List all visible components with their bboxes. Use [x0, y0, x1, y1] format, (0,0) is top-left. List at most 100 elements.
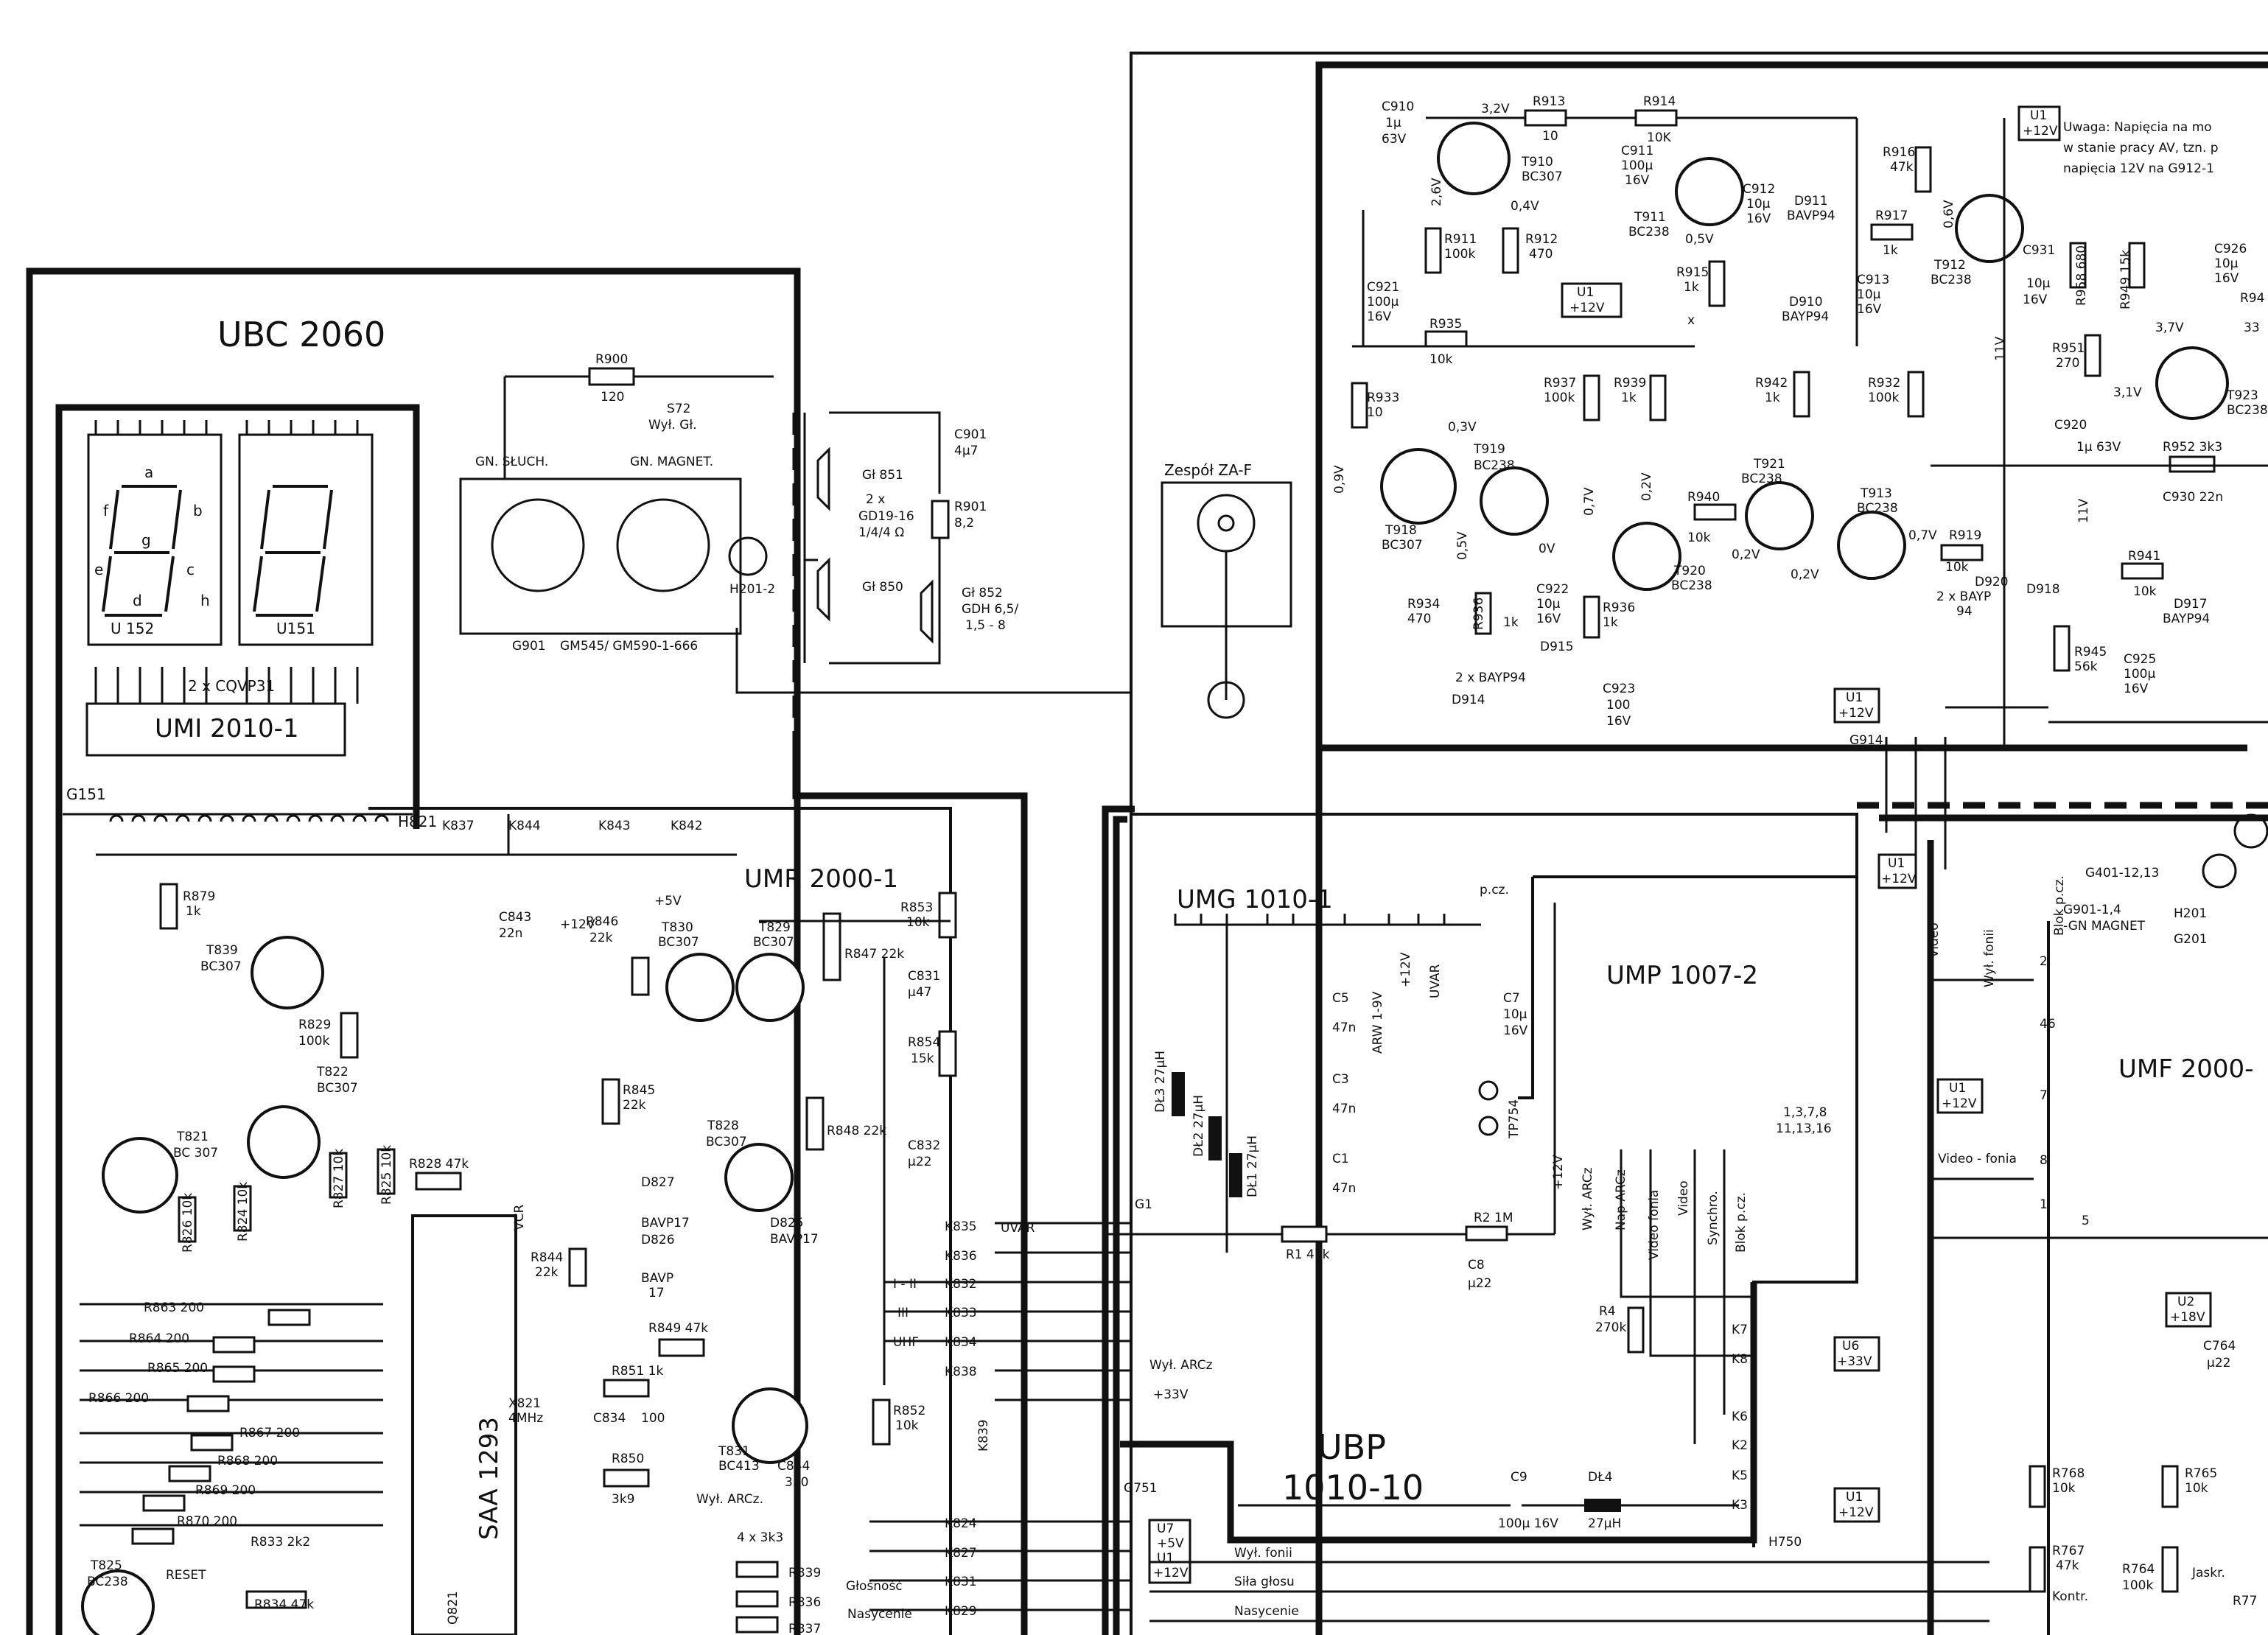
r912-value: 470	[1529, 247, 1553, 262]
cqvp-label: 2 x CQVP31	[188, 677, 275, 695]
r951-value: 270	[2056, 356, 2079, 371]
seg-e: e	[94, 561, 103, 578]
umr-parts: K837 K844 K843 K842 +5V +12V R879 1k T83…	[102, 819, 957, 1507]
pin-46-label: 46	[2040, 1017, 2056, 1032]
r825-label: R825 10k	[379, 1145, 394, 1205]
v26-label: 2,6V	[1429, 178, 1444, 206]
zespol-title: Zespół ZA-F	[1164, 461, 1252, 479]
umr-k-connectors: 4 x 3k3 R839 R836 R837 Głośność Nasyceni…	[735, 1179, 1131, 1635]
umi-title: UMI 2010-1	[155, 714, 298, 743]
r829-label: R829	[298, 1018, 331, 1032]
u1-u7-label: U1	[1157, 1551, 1174, 1566]
c911-value: 100µ	[1621, 158, 1653, 173]
c843-value: 22n	[499, 926, 522, 941]
t839-label: T839	[206, 943, 238, 958]
c911-voltage: 16V	[1625, 173, 1650, 188]
r952-label: R952 3k3	[2163, 440, 2222, 455]
c910-voltage: 63V	[1382, 132, 1407, 147]
u1-mid-value: +12V	[1838, 1505, 1874, 1520]
r958-label: R958 680	[2074, 245, 2089, 306]
v02b-label: 0,2V	[1732, 547, 1760, 562]
u1a-label: U1	[1577, 285, 1594, 300]
c913-value: 10µ	[1857, 287, 1881, 302]
x821-value: 4MHz	[508, 1411, 543, 1426]
d917-value: BAYP94	[2163, 612, 2210, 626]
pin-8-label: 8	[2040, 1153, 2048, 1168]
reset-label: RESET	[166, 1568, 206, 1583]
r869-label: R869 200	[195, 1483, 256, 1498]
k843-label: K843	[598, 819, 631, 833]
plus33v-label: +33V	[1153, 1387, 1189, 1402]
r917-value: 1k	[1883, 243, 1898, 258]
gd19-label: 2 x	[866, 492, 885, 507]
gl851-label: Gł 851	[862, 468, 903, 483]
r4-value: 270k	[1595, 1320, 1626, 1335]
c926-value: 10µ	[2214, 256, 2239, 271]
c843-label: C843	[499, 910, 531, 925]
g751-label: G751	[1124, 1481, 1158, 1496]
r853-value: 10k	[906, 915, 930, 930]
c1-label: C1	[1332, 1152, 1349, 1166]
bayp94-label: 2 x BAYP94	[1455, 671, 1526, 685]
k829-label: K829	[945, 1604, 977, 1619]
t921-label: T921	[1753, 457, 1785, 472]
r863-label: R863 200	[144, 1300, 204, 1315]
blok-pcz-label: Blok p.cz.	[1734, 1192, 1749, 1253]
connector-g151-h821: G151 H821	[63, 785, 437, 830]
gl852-label: Gł 852	[962, 586, 1003, 601]
r833-label: R833 2k2	[251, 1535, 310, 1550]
k2-label: K2	[1732, 1438, 1748, 1453]
r942-label: R942	[1755, 376, 1788, 391]
r767-value: 47k	[2056, 1558, 2079, 1573]
wiring	[96, 118, 2268, 1444]
r853-label: R853	[900, 900, 933, 915]
t821-value: BC 307	[173, 1146, 218, 1160]
t822-value: BC307	[317, 1081, 358, 1096]
k839-label: K839	[976, 1419, 991, 1452]
r945-label: R945	[2074, 645, 2107, 659]
seg-a: a	[144, 463, 153, 481]
pin-2-label: 2	[2040, 954, 2048, 969]
d827-label: D827	[641, 1175, 675, 1190]
c8-value: µ22	[1468, 1276, 1491, 1291]
t830-label: T830	[661, 920, 693, 935]
t919-value: BC238	[1474, 458, 1515, 473]
r945-value: 56k	[2074, 659, 2098, 674]
d826-value-2: 17	[648, 1286, 665, 1300]
c8-label: C8	[1468, 1258, 1485, 1272]
v07b-label: 0,7V	[1908, 528, 1937, 543]
plus12v-ump-label: +12V	[1551, 1155, 1566, 1190]
v06-label: 0,6V	[1942, 200, 1956, 228]
r844-value: 22k	[535, 1265, 559, 1280]
r768-label: R768	[2052, 1466, 2085, 1481]
c910-label: C910	[1382, 99, 1414, 114]
gdh-label: GDH 6,5/	[962, 602, 1018, 617]
ubp-title-1: UBP	[1317, 1427, 1386, 1467]
c844-value: 330	[785, 1475, 808, 1490]
k824-label: K824	[945, 1516, 977, 1531]
d915-label: D915	[1540, 640, 1574, 654]
t919-label: T919	[1473, 442, 1505, 457]
g1-label: G1	[1135, 1197, 1152, 1212]
t920-label: T920	[1673, 564, 1706, 578]
h201-label: H201	[2174, 906, 2207, 921]
t913-label: T913	[1860, 486, 1892, 501]
d910-label: D910	[1789, 295, 1823, 309]
c930-label: C930 22n	[2163, 490, 2223, 505]
r846-value: 22k	[589, 931, 613, 945]
r940-label: R940	[1687, 490, 1720, 505]
r826-label: R826 10k	[181, 1193, 195, 1253]
r935-label: R935	[1429, 317, 1462, 332]
x821-label: X821	[508, 1396, 541, 1411]
r911-value: 100k	[1444, 247, 1475, 262]
t830-value: BC307	[658, 935, 699, 950]
k831-label: K831	[945, 1575, 977, 1589]
wyl-arcz-ump-label: Wył. ARCz	[1581, 1167, 1595, 1230]
k5-label: K5	[1732, 1468, 1748, 1483]
c923-value: 100	[1606, 698, 1630, 713]
seg-g: g	[141, 531, 151, 549]
r764-label: R764	[2122, 1562, 2155, 1577]
c912-value: 10µ	[1746, 197, 1771, 211]
umg-ump-parts: p.cz. C5 47n C3 47n C1 47n DŁ3 27µH DŁ2 …	[1105, 883, 2034, 1622]
gd19-c-label: 1/4/4 Ω	[858, 525, 904, 540]
